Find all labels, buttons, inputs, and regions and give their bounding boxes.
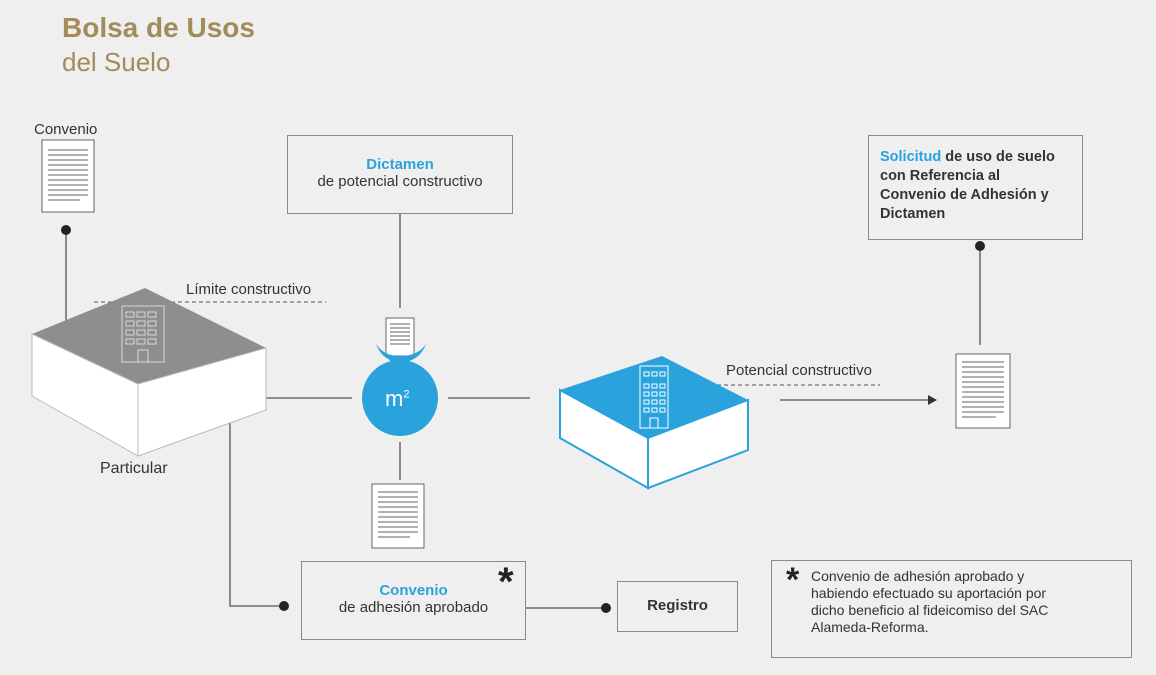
convenio-label: Convenio xyxy=(34,121,98,138)
limite-label: Límite constructivo xyxy=(186,281,312,298)
particular-block-icon xyxy=(31,288,267,457)
solicitud-line3: Convenio de Adhesión y xyxy=(880,187,1049,203)
potencial-block-icon xyxy=(559,356,749,490)
note-line3: dicho beneficio al fideicomiso del SAC xyxy=(811,602,1049,618)
particular-connector xyxy=(229,420,284,607)
note-box xyxy=(771,560,1132,658)
solicitud-box xyxy=(868,135,1083,240)
solicitud-highlight: Solicitud xyxy=(880,149,942,165)
note-line2: habiendo efectuado su aportación por xyxy=(811,585,1047,601)
arrowhead xyxy=(928,395,937,405)
solicitud-line2: con Referencia al xyxy=(880,168,1001,184)
particular-label: Particular xyxy=(100,460,168,477)
note-text: Convenio de adhesión aprobado y habiendo… xyxy=(811,568,1048,636)
solicitud-line4: Dictamen xyxy=(880,206,946,222)
convenio-aprobado-highlight: Convenio xyxy=(379,582,448,599)
solicitud-text: Solicitud de uso de suelo con Referencia… xyxy=(880,148,1055,224)
center-document-icon xyxy=(385,317,415,357)
bottom-document-icon xyxy=(371,483,425,549)
asterisk-icon: * xyxy=(498,560,514,604)
connector-lines xyxy=(65,214,981,609)
dot-convenio xyxy=(61,225,71,235)
convenio-aprobado-text: de adhesión aprobado xyxy=(338,599,489,616)
solicitud-document-icon xyxy=(955,353,1011,429)
registro-label: Registro xyxy=(647,597,708,614)
note-line4: Alameda-Reforma. xyxy=(811,619,929,635)
dictamen-text: de potencial constructivo xyxy=(317,173,483,190)
m2-exponent: 2 xyxy=(403,388,410,401)
dot-convenio-box xyxy=(279,601,289,611)
page-subtitle: del Suelo xyxy=(62,47,171,77)
m2-label: m2 xyxy=(385,386,409,412)
dot-registro xyxy=(601,603,611,613)
convenio-document-icon xyxy=(41,139,95,213)
potencial-label: Potencial constructivo xyxy=(726,362,872,379)
solicitud-line1: de uso de suelo xyxy=(941,149,1055,165)
note-line1: Convenio de adhesión aprobado y xyxy=(811,568,1025,584)
m2-bag-icon xyxy=(362,344,438,436)
dictamen-highlight: Dictamen xyxy=(366,156,434,173)
dot-solicitud xyxy=(975,241,985,251)
m2-base: m xyxy=(385,386,404,411)
dictamen-box: Dictamen de potencial constructivo xyxy=(287,135,513,214)
convenio-aprobado-box: Convenio de adhesión aprobado xyxy=(301,561,526,640)
page-title: Bolsa de Usos xyxy=(62,12,255,43)
note-asterisk-icon: * xyxy=(786,561,800,599)
connector-dots xyxy=(61,225,985,613)
registro-box: Registro xyxy=(617,581,738,632)
